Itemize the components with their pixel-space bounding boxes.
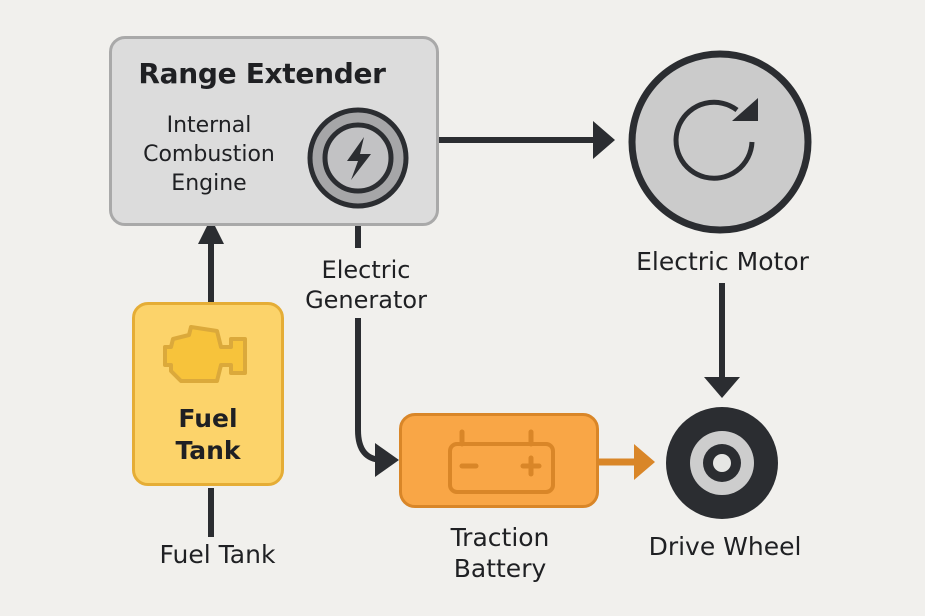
- lightning-bolt-icon: [347, 137, 371, 180]
- battery-to-wheel-arrowhead: [634, 444, 655, 480]
- generator-to-battery-line: [355, 318, 384, 463]
- electric-motor-node: [628, 50, 812, 234]
- motor-to-wheel-arrowhead: [704, 377, 740, 398]
- generator-to-motor-arrowhead: [593, 121, 615, 159]
- rotation-arrowhead: [732, 98, 758, 121]
- battery-label-line-2: Battery: [453, 554, 547, 583]
- engine-icon: [163, 325, 247, 383]
- generator-to-battery-arrowhead: [375, 443, 399, 477]
- fuel-to-engine-arrowhead: [198, 218, 224, 244]
- battery-icon: [448, 429, 555, 494]
- battery-label-line-1: Traction: [450, 523, 550, 552]
- generator-label-line-1: Electric: [321, 256, 411, 284]
- range-extender-title: Range Extender: [138, 57, 386, 90]
- fuel-tank-label-line-1: Fuel: [178, 404, 238, 433]
- generator-label-line-2: Generator: [305, 286, 427, 314]
- rotation-arrow-icon: [673, 99, 755, 181]
- electric-motor-label: Electric Motor: [636, 247, 809, 276]
- traction-battery-label: Traction Battery: [420, 522, 580, 584]
- fuel-tank-label-line-2: Tank: [175, 436, 241, 465]
- motor-circle: [628, 50, 812, 234]
- wheel-icon: [666, 407, 778, 519]
- engine-label-line-1: Internal: [166, 113, 252, 138]
- engine-label-line-2: Combustion: [143, 142, 275, 167]
- fuel-tank-caption: Fuel Tank: [159, 540, 276, 569]
- engine-label-line-3: Engine: [171, 171, 247, 196]
- electric-generator-label: Electric Generator: [286, 255, 446, 315]
- fuel-tank-box: Fuel Tank: [132, 302, 284, 486]
- electric-generator-node: [307, 107, 409, 209]
- drive-wheel-label: Drive Wheel: [648, 532, 802, 561]
- fuel-tank-box-label: Fuel Tank: [135, 403, 281, 467]
- internal-combustion-engine-label: Internal Combustion Engine: [124, 111, 294, 198]
- traction-battery-box: [399, 413, 599, 508]
- wheel-axle: [713, 454, 731, 472]
